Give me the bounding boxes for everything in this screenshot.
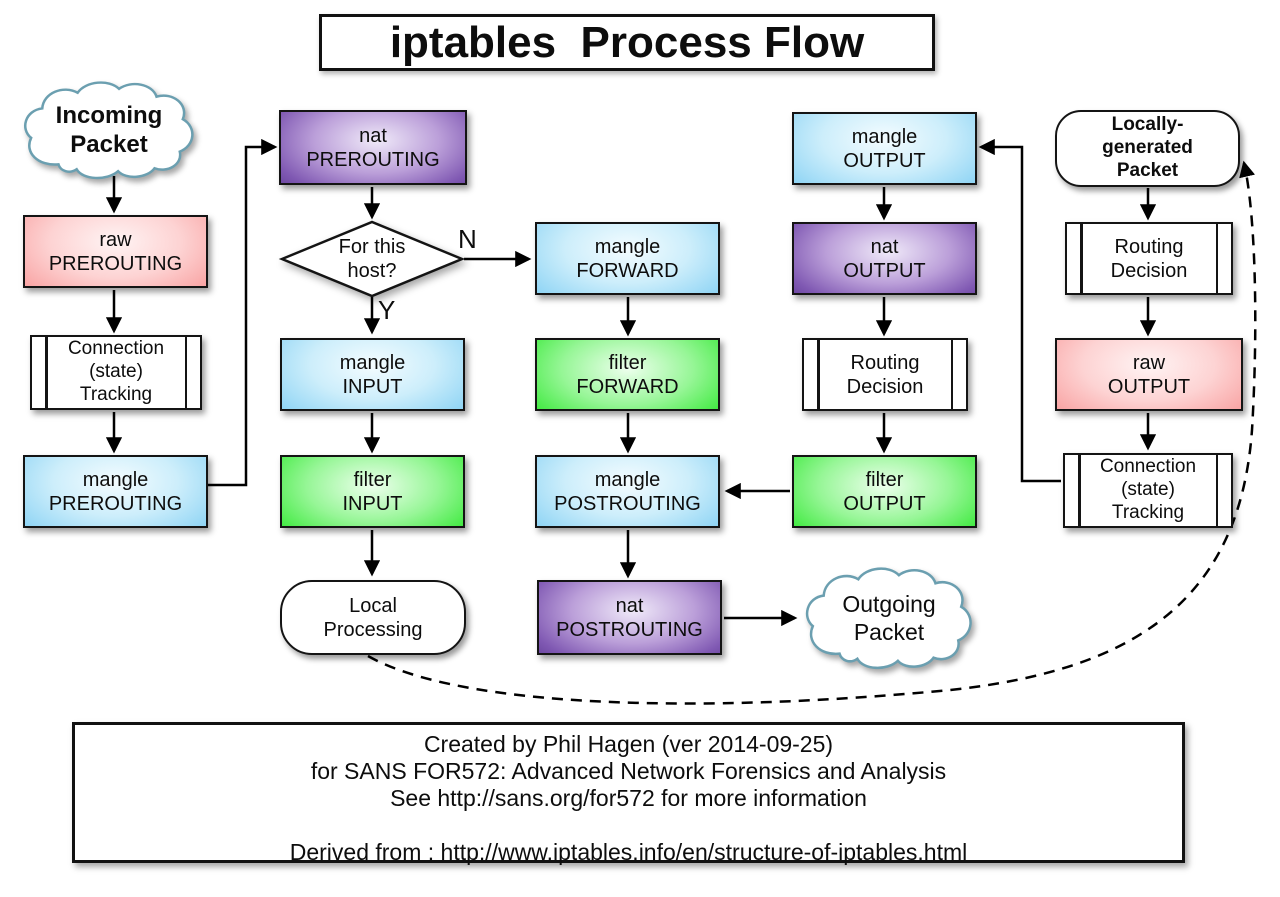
arrow-conntrack-to-mangle-output <box>978 138 1061 483</box>
node-label-line: Local <box>349 594 397 617</box>
node-connection-state-tracking-out: Connection (state) Tracking <box>1063 453 1233 528</box>
node-label-line: mangle <box>851 125 918 148</box>
node-label-line: Routing <box>850 351 920 374</box>
credits-line: Created by Phil Hagen (ver 2014-09-25) <box>423 731 834 757</box>
node-label-line: Tracking <box>79 383 153 405</box>
cloud-shape-icon <box>23 81 194 180</box>
credits-line: See http://sans.org/for572 for more info… <box>390 785 867 811</box>
node-label-line: INPUT <box>342 492 403 515</box>
arrow-mangle-prerouting-to-nat-prerouting <box>208 138 278 487</box>
node-label-line: INPUT <box>342 375 403 398</box>
dashed-arrow-local-processing-to-locally-generated <box>367 160 1257 705</box>
node-nat-output: nat OUTPUT <box>792 222 977 295</box>
node-label-line: filter <box>608 351 647 374</box>
node-outgoing-packet: Outgoing Packet <box>800 566 978 672</box>
node-nat-prerouting: nat PREROUTING <box>279 110 467 185</box>
node-nat-postrouting: nat POSTROUTING <box>537 580 722 655</box>
node-label-line: Locally- <box>1111 114 1184 136</box>
node-incoming-packet: Incoming Packet <box>18 80 200 182</box>
diamond-shape-icon <box>278 220 466 298</box>
node-label-line: OUTPUT <box>843 492 926 515</box>
node-mangle-forward: mangle FORWARD <box>535 222 720 295</box>
node-label-line: PREROUTING <box>48 492 183 515</box>
subprocess-bar <box>1215 224 1218 293</box>
node-locally-generated-packet: Locally- generated Packet <box>1055 110 1240 187</box>
node-label-line: For this <box>338 236 406 258</box>
node-label-line: POSTROUTING <box>554 492 701 515</box>
credits-line: Derived from : http://www.iptables.info/… <box>289 839 968 865</box>
node-label-line: nat <box>870 235 899 258</box>
node-label-line: OUTPUT <box>843 149 926 172</box>
node-decision-for-this-host: For this host? <box>278 218 466 300</box>
node-connection-state-tracking-in: Connection (state) Tracking <box>30 335 202 410</box>
subprocess-bar <box>184 337 187 408</box>
node-filter-input: filter INPUT <box>280 455 465 528</box>
node-label-line: host? <box>347 260 397 282</box>
node-label-line: Decision <box>1110 259 1188 282</box>
node-routing-decision-output: Routing Decision <box>1065 222 1233 295</box>
node-label-line: Decision <box>846 375 924 398</box>
node-routing-decision-forward: Routing Decision <box>802 338 968 411</box>
node-label-line: mangle <box>594 235 661 258</box>
diagram-title: iptables Process Flow <box>319 14 935 71</box>
subprocess-bar <box>1078 455 1081 526</box>
node-label-line: Processing <box>323 618 423 641</box>
node-label-line: (state) <box>89 361 143 383</box>
node-label-line: (state) <box>1121 479 1175 501</box>
node-label-line: raw <box>99 228 132 251</box>
node-label-line: filter <box>353 468 392 491</box>
node-label-line: Tracking <box>1111 501 1185 523</box>
node-label-line: POSTROUTING <box>556 618 703 641</box>
subprocess-bar <box>1080 224 1083 293</box>
credits-blank-line <box>75 812 1182 839</box>
node-mangle-postrouting: mangle POSTROUTING <box>535 455 720 528</box>
node-label-line: mangle <box>339 351 406 374</box>
node-label-line: filter <box>865 468 904 491</box>
subprocess-bar <box>45 337 48 408</box>
node-filter-output: filter OUTPUT <box>792 455 977 528</box>
node-mangle-output: mangle OUTPUT <box>792 112 977 185</box>
node-label-line: mangle <box>594 468 661 491</box>
node-label-line: nat <box>615 594 644 617</box>
node-label-line: Connection <box>67 338 165 360</box>
node-label-line: Outgoing <box>842 591 936 618</box>
subprocess-bar <box>950 340 953 409</box>
node-label-line: raw <box>1132 351 1166 374</box>
node-local-processing: Local Processing <box>280 580 466 655</box>
node-label-line: Routing <box>1114 235 1184 258</box>
node-filter-forward: filter FORWARD <box>535 338 720 411</box>
decision-no-label: N <box>458 224 477 254</box>
node-raw-prerouting: raw PREROUTING <box>23 215 208 288</box>
node-label-line: Packet <box>1116 159 1179 181</box>
node-label-line: OUTPUT <box>1107 375 1191 398</box>
credits-line: for SANS FOR572: Advanced Network Forens… <box>310 758 947 784</box>
node-label-line: nat <box>359 124 387 147</box>
node-label-line: FORWARD <box>576 375 679 398</box>
credits-box: Created by Phil Hagen (ver 2014-09-25) f… <box>72 722 1185 865</box>
node-mangle-prerouting: mangle PREROUTING <box>23 455 208 528</box>
subprocess-bar <box>817 340 820 409</box>
node-raw-output: raw OUTPUT <box>1055 338 1243 411</box>
node-label-line: generated <box>1102 137 1193 159</box>
decision-yes-label: Y <box>378 295 396 325</box>
cloud-shape-icon <box>805 567 972 670</box>
node-label-line: Packet <box>70 131 148 158</box>
node-label-line: PREROUTING <box>48 252 183 275</box>
node-label-line: FORWARD <box>576 259 679 282</box>
subprocess-bar <box>1215 455 1218 526</box>
node-label-line: Incoming <box>55 102 163 130</box>
node-label-line: Connection <box>1099 456 1197 478</box>
node-label-line: OUTPUT <box>843 259 926 282</box>
node-label-line: PREROUTING <box>306 148 440 171</box>
node-label-line: mangle <box>82 468 149 491</box>
node-mangle-input: mangle INPUT <box>280 338 465 411</box>
node-label-line: Packet <box>853 619 925 645</box>
